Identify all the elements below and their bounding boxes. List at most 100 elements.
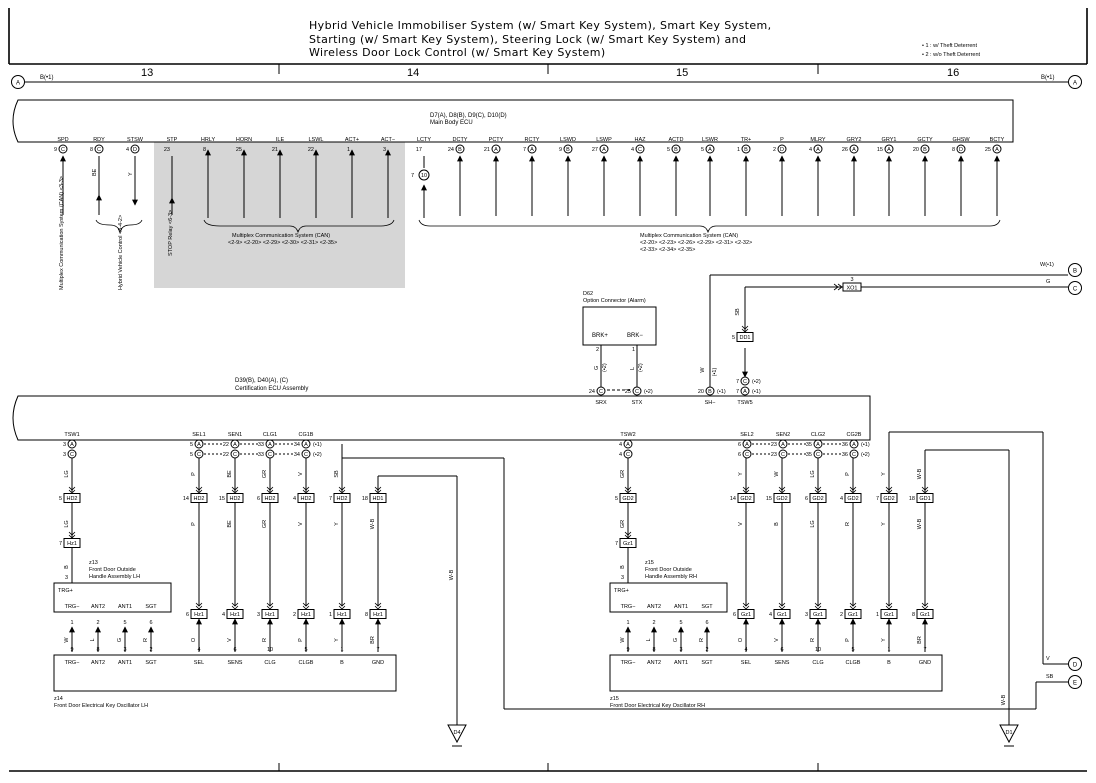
handle-pin: 3 — [621, 575, 624, 581]
cert-bottom-num: 34 — [294, 452, 300, 458]
conn-plug-6-id: HD1 — [372, 496, 383, 502]
conn-plug-0-pin: 5 — [59, 496, 62, 502]
row-plug-1-chevron — [778, 602, 786, 610]
ground-d4-label: D4 — [453, 730, 460, 736]
conn-plug-1-pin: 14 — [730, 496, 736, 502]
offpage-b — [1068, 263, 1082, 277]
handle-pin-num: 5 — [123, 620, 126, 626]
can-right-refs-2: <2-33> <2-34> <2-35> — [640, 247, 695, 253]
main-pin-name: P — [780, 137, 784, 143]
main-pin-name: LSWP — [596, 137, 612, 143]
osc-wire-color: P — [845, 638, 851, 642]
cert-top-conn-letter: C — [635, 389, 639, 395]
main-pin-name: HRLY — [201, 137, 216, 143]
cert-bottom-conn-c — [778, 449, 788, 459]
cert-bottom-conn-c — [849, 449, 859, 459]
handle-pin-label: TRG− — [65, 604, 80, 610]
upper-wire-color: SB — [334, 470, 340, 478]
lower-wire-color: GR — [620, 520, 626, 528]
offpage-c — [1068, 281, 1082, 295]
conn-plug-4-chevron — [302, 486, 310, 494]
handle-pin-label: ANT1 — [118, 604, 132, 610]
row-plug-2-pin: 3 — [257, 612, 260, 618]
upper-wire-color: W-B — [917, 468, 923, 479]
osc-pin-label: SEL — [741, 660, 751, 666]
cert-bottom-conn-a-letter: A — [304, 442, 308, 448]
main-pin-connector — [741, 144, 751, 154]
page-number-13: 13 — [141, 67, 153, 79]
conn-plug-6-id: GD1 — [919, 496, 930, 502]
row-plug-5-chevron — [921, 602, 929, 610]
main-pin-connector — [777, 144, 787, 154]
right-ground-wire-color: W-B — [1001, 694, 1007, 705]
main-pin-num: 8 — [90, 147, 93, 153]
row-plug-0-pin: 6 — [733, 612, 736, 618]
osc-pin-label: CLG — [264, 660, 275, 666]
main-pin-connector-letter: D — [133, 147, 137, 153]
row-plug-3-pin: 2 — [293, 612, 296, 618]
main-pin-connector-letter: A — [708, 147, 712, 153]
cert-ecu-name: D39(B), D40(A), (C) — [235, 378, 288, 384]
row-plug-2-id: Hz1 — [265, 612, 275, 618]
cert-note-1: (•1) — [313, 442, 322, 448]
main-pin-connector-letter: B — [458, 147, 462, 153]
handle-name-1: Front Door Outside — [645, 567, 692, 573]
page-number-14: 14 — [407, 67, 419, 79]
offpage-c-label: C — [1073, 287, 1078, 293]
cert-bottom-conn-c-letter: C — [70, 452, 74, 458]
osc-pin-label: TRG− — [65, 660, 80, 666]
conn-plug-5-pin: 7 — [876, 496, 879, 502]
row-plug-5-id: Gz1 — [920, 612, 930, 618]
option-pin-brkm: BRK− — [627, 333, 643, 339]
page-number-15: 15 — [676, 67, 688, 79]
cert-top-label: SH− — [705, 400, 716, 406]
handle-name-2: Handle Assembly LH — [89, 574, 140, 580]
handle-pin-label: ANT2 — [647, 604, 661, 610]
main-pin-name: STSW — [127, 137, 144, 143]
main-pin-connector — [635, 144, 645, 154]
osc-num: 8 — [96, 647, 99, 653]
lower-wire-color: BE — [227, 520, 233, 528]
option-conn-box — [582, 306, 657, 346]
main-pin-connector-letter: C — [638, 147, 642, 153]
conn-plug-4-pin: 4 — [840, 496, 843, 502]
main-pin-name: ACTD — [669, 137, 684, 143]
offpage-w1-label: W(•1) — [1040, 262, 1054, 268]
page-ticks — [278, 64, 819, 771]
main-ecu-box — [12, 99, 1014, 143]
handle-pin-num: 6 — [705, 620, 708, 626]
conn-plug-5-id: GD2 — [883, 496, 894, 502]
cert-bottom-right-name: SEN2 — [776, 432, 790, 438]
osc-num: 6 — [780, 647, 783, 653]
main-pin-name: LCTY — [417, 137, 431, 143]
trg-wire-color: B — [64, 565, 70, 569]
main-pin-connector-letter: A — [602, 147, 606, 153]
cert-bottom-conn-a-letter: A — [626, 442, 630, 448]
cert-bottom-conn-c-letter: C — [852, 452, 856, 458]
cert-bottom-num: 4 — [619, 452, 622, 458]
osc-name: Front Door Electrical Key Oscillator RH — [610, 703, 705, 709]
osc-wire-color: W — [620, 637, 626, 643]
osc-wire-color: Y — [881, 638, 887, 642]
trg-plug-id: Gz1 — [623, 541, 633, 547]
conn-plug-4-chevron — [849, 486, 857, 494]
main-pin-name: LSWL — [309, 137, 324, 143]
main-pin-connector-letter: A — [494, 147, 498, 153]
upper-wire-color: GR — [620, 470, 626, 478]
main-pin-num: 4 — [126, 147, 129, 153]
lower-wire-color: W-B — [370, 518, 376, 529]
cert-bottom-conn-a — [194, 439, 204, 449]
cert-bottom-conn-c-letter: C — [233, 452, 237, 458]
row-plug-2-chevron — [266, 602, 274, 610]
osc-pin-label: SGT — [701, 660, 713, 666]
cert-bottom-num: 23 — [771, 452, 777, 458]
row-plug-1-chevron — [231, 602, 239, 610]
cert-bottom-num: 6 — [738, 442, 741, 448]
row-plug-3-chevron — [302, 602, 310, 610]
cert-bottom-left-name: CLG1 — [263, 432, 277, 438]
b1-left-label: B(•1) — [40, 75, 53, 81]
upper-wire-color: LG — [64, 470, 70, 477]
cert-bottom-conn-a — [230, 439, 240, 449]
osc-wire-color: V — [227, 638, 233, 642]
main-pin-connector-letter: A — [530, 147, 534, 153]
